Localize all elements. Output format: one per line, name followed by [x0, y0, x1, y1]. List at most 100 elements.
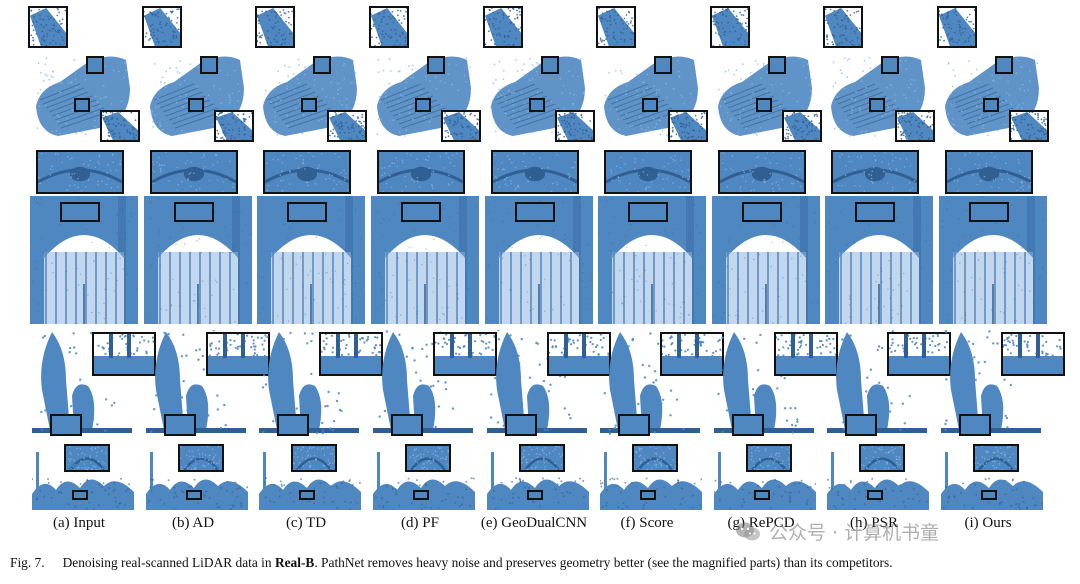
- car-side-zoom-inset: [668, 110, 708, 142]
- zoom-region-marker: [415, 98, 431, 112]
- gate-arch-zoom-inset: [377, 150, 465, 194]
- zoom-region-marker: [742, 202, 782, 222]
- zoom-region-marker: [527, 490, 543, 500]
- zoom-region-marker: [756, 98, 772, 112]
- relief-zoom-inset: [746, 444, 792, 472]
- statues-base-zoom-inset: [547, 332, 611, 376]
- zoom-region-marker: [50, 414, 82, 436]
- statues-base-zoom-inset: [319, 332, 383, 376]
- zoom-region-marker: [981, 490, 997, 500]
- zoom-region-marker: [529, 98, 545, 112]
- zoom-region-marker: [768, 56, 786, 74]
- relief-zoom-inset: [632, 444, 678, 472]
- zoom-region-marker: [74, 98, 90, 112]
- gate-arch-zoom-inset: [491, 150, 579, 194]
- car-side-zoom-inset: [214, 110, 254, 142]
- car-window-zoom-inset: [710, 6, 750, 48]
- caption-bold: Real-B: [274, 555, 315, 570]
- relief-zoom-inset: [519, 444, 565, 472]
- method-label: (c) TD: [285, 515, 327, 531]
- zoom-region-marker: [869, 98, 885, 112]
- method-label: (f) Score: [620, 515, 674, 531]
- watermark-text: 公众号 · 计算机书童: [769, 522, 940, 544]
- zoom-region-marker: [277, 414, 309, 436]
- gate-arch-zoom-inset: [263, 150, 351, 194]
- statues-base-zoom-inset: [433, 332, 497, 376]
- gate-arch-zoom-inset: [36, 150, 124, 194]
- zoom-region-marker: [301, 98, 317, 112]
- gate-arch-zoom-inset: [718, 150, 806, 194]
- zoom-region-marker: [881, 56, 899, 74]
- car-side-zoom-inset: [895, 110, 935, 142]
- relief-point-cloud: [146, 448, 248, 510]
- zoom-region-marker: [413, 490, 429, 500]
- relief-zoom-inset: [405, 444, 451, 472]
- relief-point-cloud: [600, 448, 702, 510]
- zoom-region-marker: [754, 490, 770, 500]
- zoom-region-marker: [855, 202, 895, 222]
- statues-base-zoom-inset: [660, 332, 724, 376]
- gate-point-cloud: [371, 196, 479, 324]
- statues-base-zoom-inset: [92, 332, 156, 376]
- zoom-region-marker: [174, 202, 214, 222]
- zoom-region-marker: [200, 56, 218, 74]
- figure-caption: Fig. 7.Denoising real-scanned LiDAR data…: [10, 554, 1070, 572]
- car-window-zoom-inset: [28, 6, 68, 48]
- method-label: (a) Input: [52, 515, 106, 531]
- method-column: (b) AD: [136, 0, 270, 540]
- relief-point-cloud: [373, 448, 475, 510]
- method-column: (f) Score: [590, 0, 724, 540]
- zoom-region-marker: [983, 98, 999, 112]
- statues-base-zoom-inset: [774, 332, 838, 376]
- method-column: (e) GeoDualCNN: [477, 0, 611, 540]
- zoom-region-marker: [505, 414, 537, 436]
- car-window-zoom-inset: [596, 6, 636, 48]
- method-column: (a) Input: [22, 0, 156, 540]
- relief-zoom-inset: [178, 444, 224, 472]
- statues-base-zoom-inset: [1001, 332, 1065, 376]
- zoom-region-marker: [186, 490, 202, 500]
- statues-base-zoom-inset: [887, 332, 951, 376]
- zoom-region-marker: [959, 414, 991, 436]
- relief-zoom-inset: [859, 444, 905, 472]
- relief-zoom-inset: [64, 444, 110, 472]
- method-label: (h) PSR: [850, 515, 898, 531]
- gate-arch-zoom-inset: [604, 150, 692, 194]
- zoom-region-marker: [60, 202, 100, 222]
- car-window-zoom-inset: [369, 6, 409, 48]
- statues-point-cloud: [487, 330, 587, 436]
- zoom-region-marker: [995, 56, 1013, 74]
- relief-point-cloud: [259, 448, 361, 510]
- zoom-region-marker: [287, 202, 327, 222]
- relief-point-cloud: [487, 448, 589, 510]
- zoom-region-marker: [628, 202, 668, 222]
- method-label: (i) Ours: [964, 515, 1012, 531]
- relief-point-cloud: [32, 448, 134, 510]
- gate-point-cloud: [30, 196, 138, 324]
- gate-point-cloud: [712, 196, 820, 324]
- car-window-zoom-inset: [142, 6, 182, 48]
- zoom-region-marker: [515, 202, 555, 222]
- car-window-zoom-inset: [483, 6, 523, 48]
- car-window-zoom-inset: [255, 6, 295, 48]
- caption-text-after: . PathNet removes heavy noise and preser…: [314, 555, 893, 570]
- wechat-icon: [736, 522, 760, 540]
- method-column: (c) TD: [249, 0, 383, 540]
- zoom-region-marker: [72, 490, 88, 500]
- method-column: (d) PF: [363, 0, 497, 540]
- method-column: (g) RePCD: [704, 0, 838, 540]
- relief-zoom-inset: [973, 444, 1019, 472]
- car-side-zoom-inset: [1009, 110, 1049, 142]
- car-window-zoom-inset: [823, 6, 863, 48]
- relief-point-cloud: [827, 448, 929, 510]
- gate-arch-zoom-inset: [945, 150, 1033, 194]
- gate-point-cloud: [485, 196, 593, 324]
- zoom-region-marker: [299, 490, 315, 500]
- caption-text-before: Denoising real-scanned LiDAR data in: [62, 555, 275, 570]
- method-label: (d) PF: [401, 515, 439, 531]
- zoom-region-marker: [867, 490, 883, 500]
- method-column: (h) PSR: [817, 0, 951, 540]
- zoom-region-marker: [618, 414, 650, 436]
- car-side-zoom-inset: [100, 110, 140, 142]
- zoom-region-marker: [427, 56, 445, 74]
